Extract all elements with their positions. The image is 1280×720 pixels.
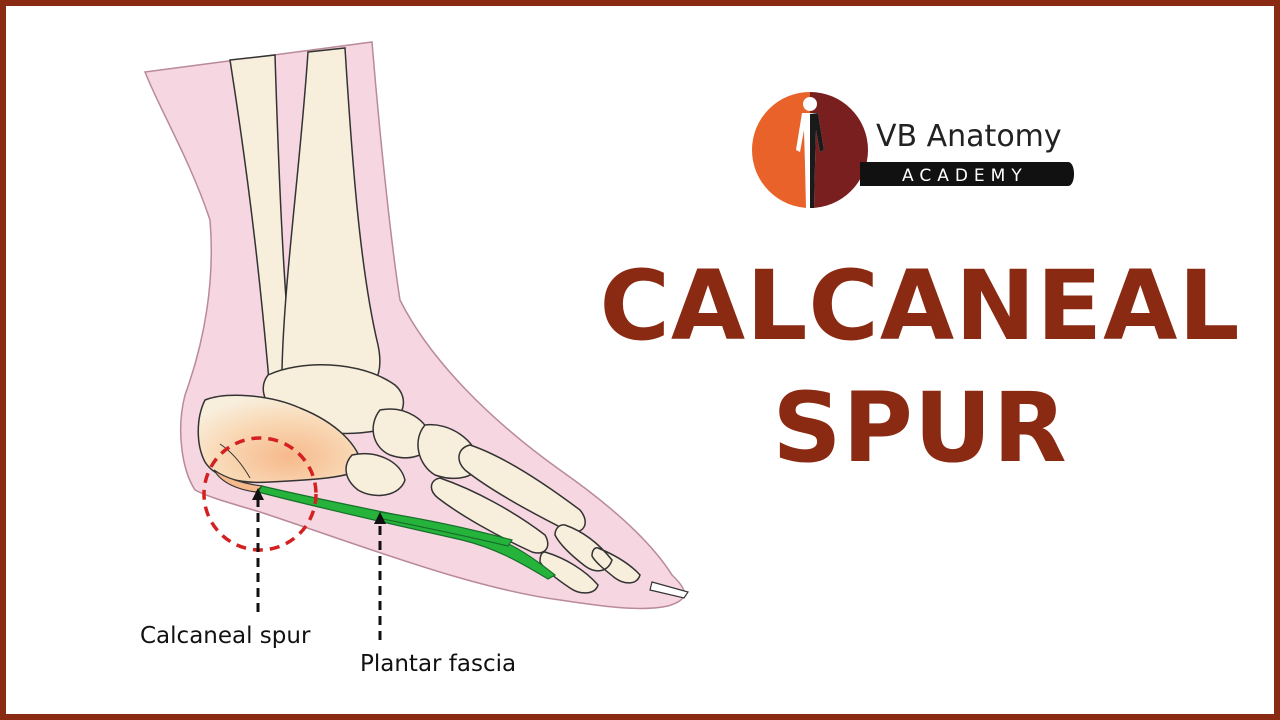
title-line-1: CALCANEAL [599, 250, 1241, 362]
metatarsal-bone-2 [430, 477, 549, 554]
spur-highlight-circle [202, 436, 318, 552]
vb-anatomy-logo: VB Anatomy ACADEMY [752, 92, 1074, 208]
toenail [649, 581, 689, 599]
title-line-2: SPUR [772, 372, 1068, 484]
calcaneal-spur-label: Calcaneal spur [140, 623, 311, 649]
brand-sub-text: ACADEMY [902, 166, 1028, 186]
plantar-fascia-branch [377, 511, 513, 547]
plantar-fascia-label: Plantar fascia [360, 651, 517, 677]
spur-projection [213, 469, 264, 493]
brand-name-text: VB Anatomy [876, 119, 1062, 154]
logo-banner [860, 162, 1074, 186]
phalanx-bones [539, 524, 641, 594]
fascia-arrowhead [374, 512, 386, 524]
cuboid-bone [345, 453, 406, 497]
human-figure-icon [796, 97, 824, 208]
calcaneus-bone [197, 394, 363, 484]
spur-arrowhead [252, 488, 264, 500]
